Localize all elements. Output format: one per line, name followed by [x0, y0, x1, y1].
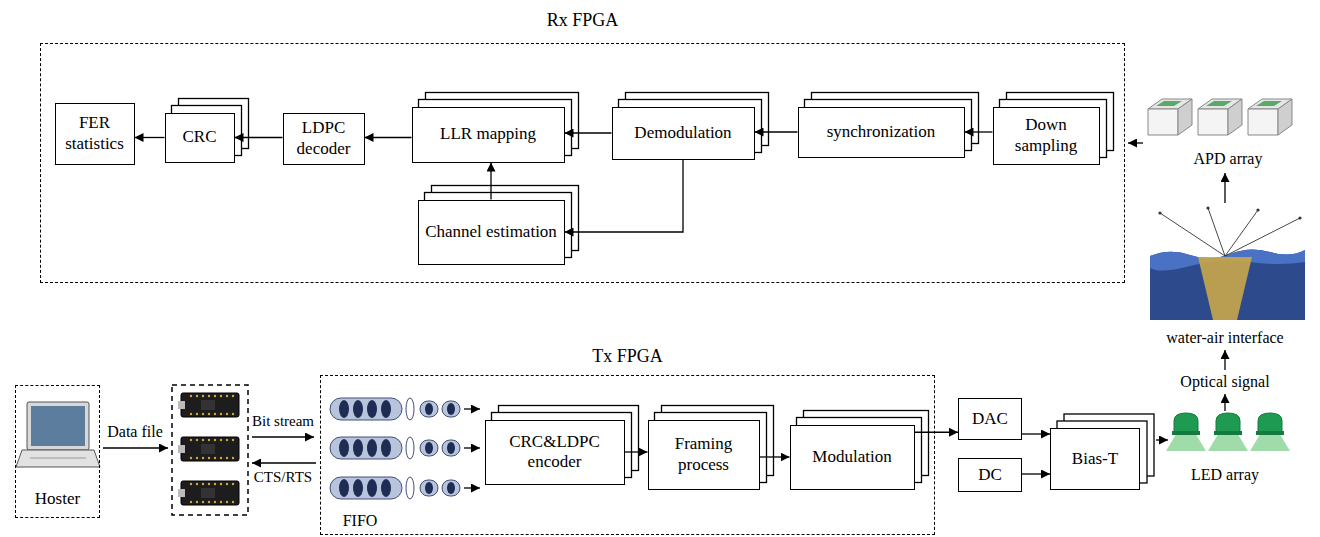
box-label: CRC	[171, 127, 229, 147]
fpga-group-box: Rx FPGAFER statisticsCRCLDPC decoderLLR …	[40, 43, 1125, 283]
group-heading: Rx FPGA	[41, 10, 1124, 32]
connector-arrow	[490, 163, 491, 200]
text-label: FIFO	[341, 512, 380, 530]
box-label: Hoster	[35, 489, 80, 509]
process-box: DC	[958, 458, 1022, 492]
process-box: Framing process	[648, 420, 760, 490]
fifo-icon	[330, 398, 460, 420]
process-box: CRC&LDPC encoder	[485, 420, 625, 485]
fifo-icon	[330, 437, 460, 459]
process-box: Bias-T	[1050, 428, 1140, 490]
process-box: Demodulation	[612, 107, 755, 160]
process-box: synchronization	[798, 107, 965, 158]
process-box: Down sampling	[993, 107, 1100, 165]
host-box: Hoster	[15, 385, 100, 518]
laptop-icon	[16, 402, 100, 467]
connector-arrow	[965, 131, 993, 132]
process-box: Channel estimation	[418, 200, 565, 265]
mcu-board	[178, 437, 239, 461]
connector-arrow	[365, 137, 412, 138]
text-label: CTS/RTS	[252, 469, 314, 486]
process-box: DAC	[958, 398, 1022, 440]
text-label: Bit stream	[250, 413, 316, 430]
led-icon	[1250, 413, 1290, 451]
led-icon	[1166, 413, 1206, 451]
box-label: Framing process	[654, 434, 754, 475]
connector-arrow	[755, 131, 798, 132]
box-label: FER statistics	[61, 113, 129, 154]
group-heading: Tx FPGA	[321, 346, 934, 368]
process-box: LLR mapping	[412, 107, 565, 163]
apd-icon	[1248, 99, 1292, 135]
box-label: LDPC decoder	[289, 118, 359, 159]
water-air-interface-picture	[1150, 205, 1305, 320]
text-label: water-air interface	[1164, 329, 1285, 347]
connector-arrow	[760, 456, 790, 457]
box-label: CRC&LDPC encoder	[491, 432, 619, 473]
connector-arrow	[625, 451, 648, 452]
connector-arrow	[135, 137, 165, 138]
process-box: LDPC decoder	[283, 113, 365, 165]
fpga-group-box: Tx FPGACRC&LDPC encoderFraming processMo…	[320, 375, 935, 535]
box-label: Modulation	[796, 447, 909, 467]
mcu-board	[178, 393, 239, 417]
text-label: LED array	[1189, 466, 1261, 484]
box-label: Bias-T	[1056, 449, 1134, 469]
fifo-icon	[330, 477, 460, 499]
text-label: APD array	[1192, 150, 1265, 168]
connector-arrow	[915, 432, 959, 433]
text-label: Data file	[105, 423, 165, 441]
box-label: DC	[964, 465, 1016, 485]
led-icon	[1208, 413, 1248, 451]
text-label: Optical signal	[1178, 373, 1271, 391]
box-label: LLR mapping	[418, 124, 559, 144]
box-label: synchronization	[804, 122, 959, 142]
apd-icon	[1148, 99, 1192, 135]
process-box: CRC	[165, 113, 235, 163]
mcu-board	[178, 481, 239, 505]
apd-icon	[1198, 99, 1242, 135]
box-label: DAC	[964, 409, 1016, 429]
connector-arrow	[565, 132, 612, 133]
process-box: Modulation	[790, 425, 915, 490]
connector-arrow	[235, 137, 283, 138]
box-label: Channel estimation	[424, 222, 559, 242]
connector-arrow	[1022, 473, 1050, 474]
connector-arrow	[1022, 433, 1050, 434]
mcu-group-box	[172, 385, 248, 515]
process-box: FER statistics	[55, 103, 135, 165]
connector-arrow	[565, 160, 684, 233]
box-label: Down sampling	[999, 115, 1094, 156]
box-label: Demodulation	[618, 123, 749, 143]
